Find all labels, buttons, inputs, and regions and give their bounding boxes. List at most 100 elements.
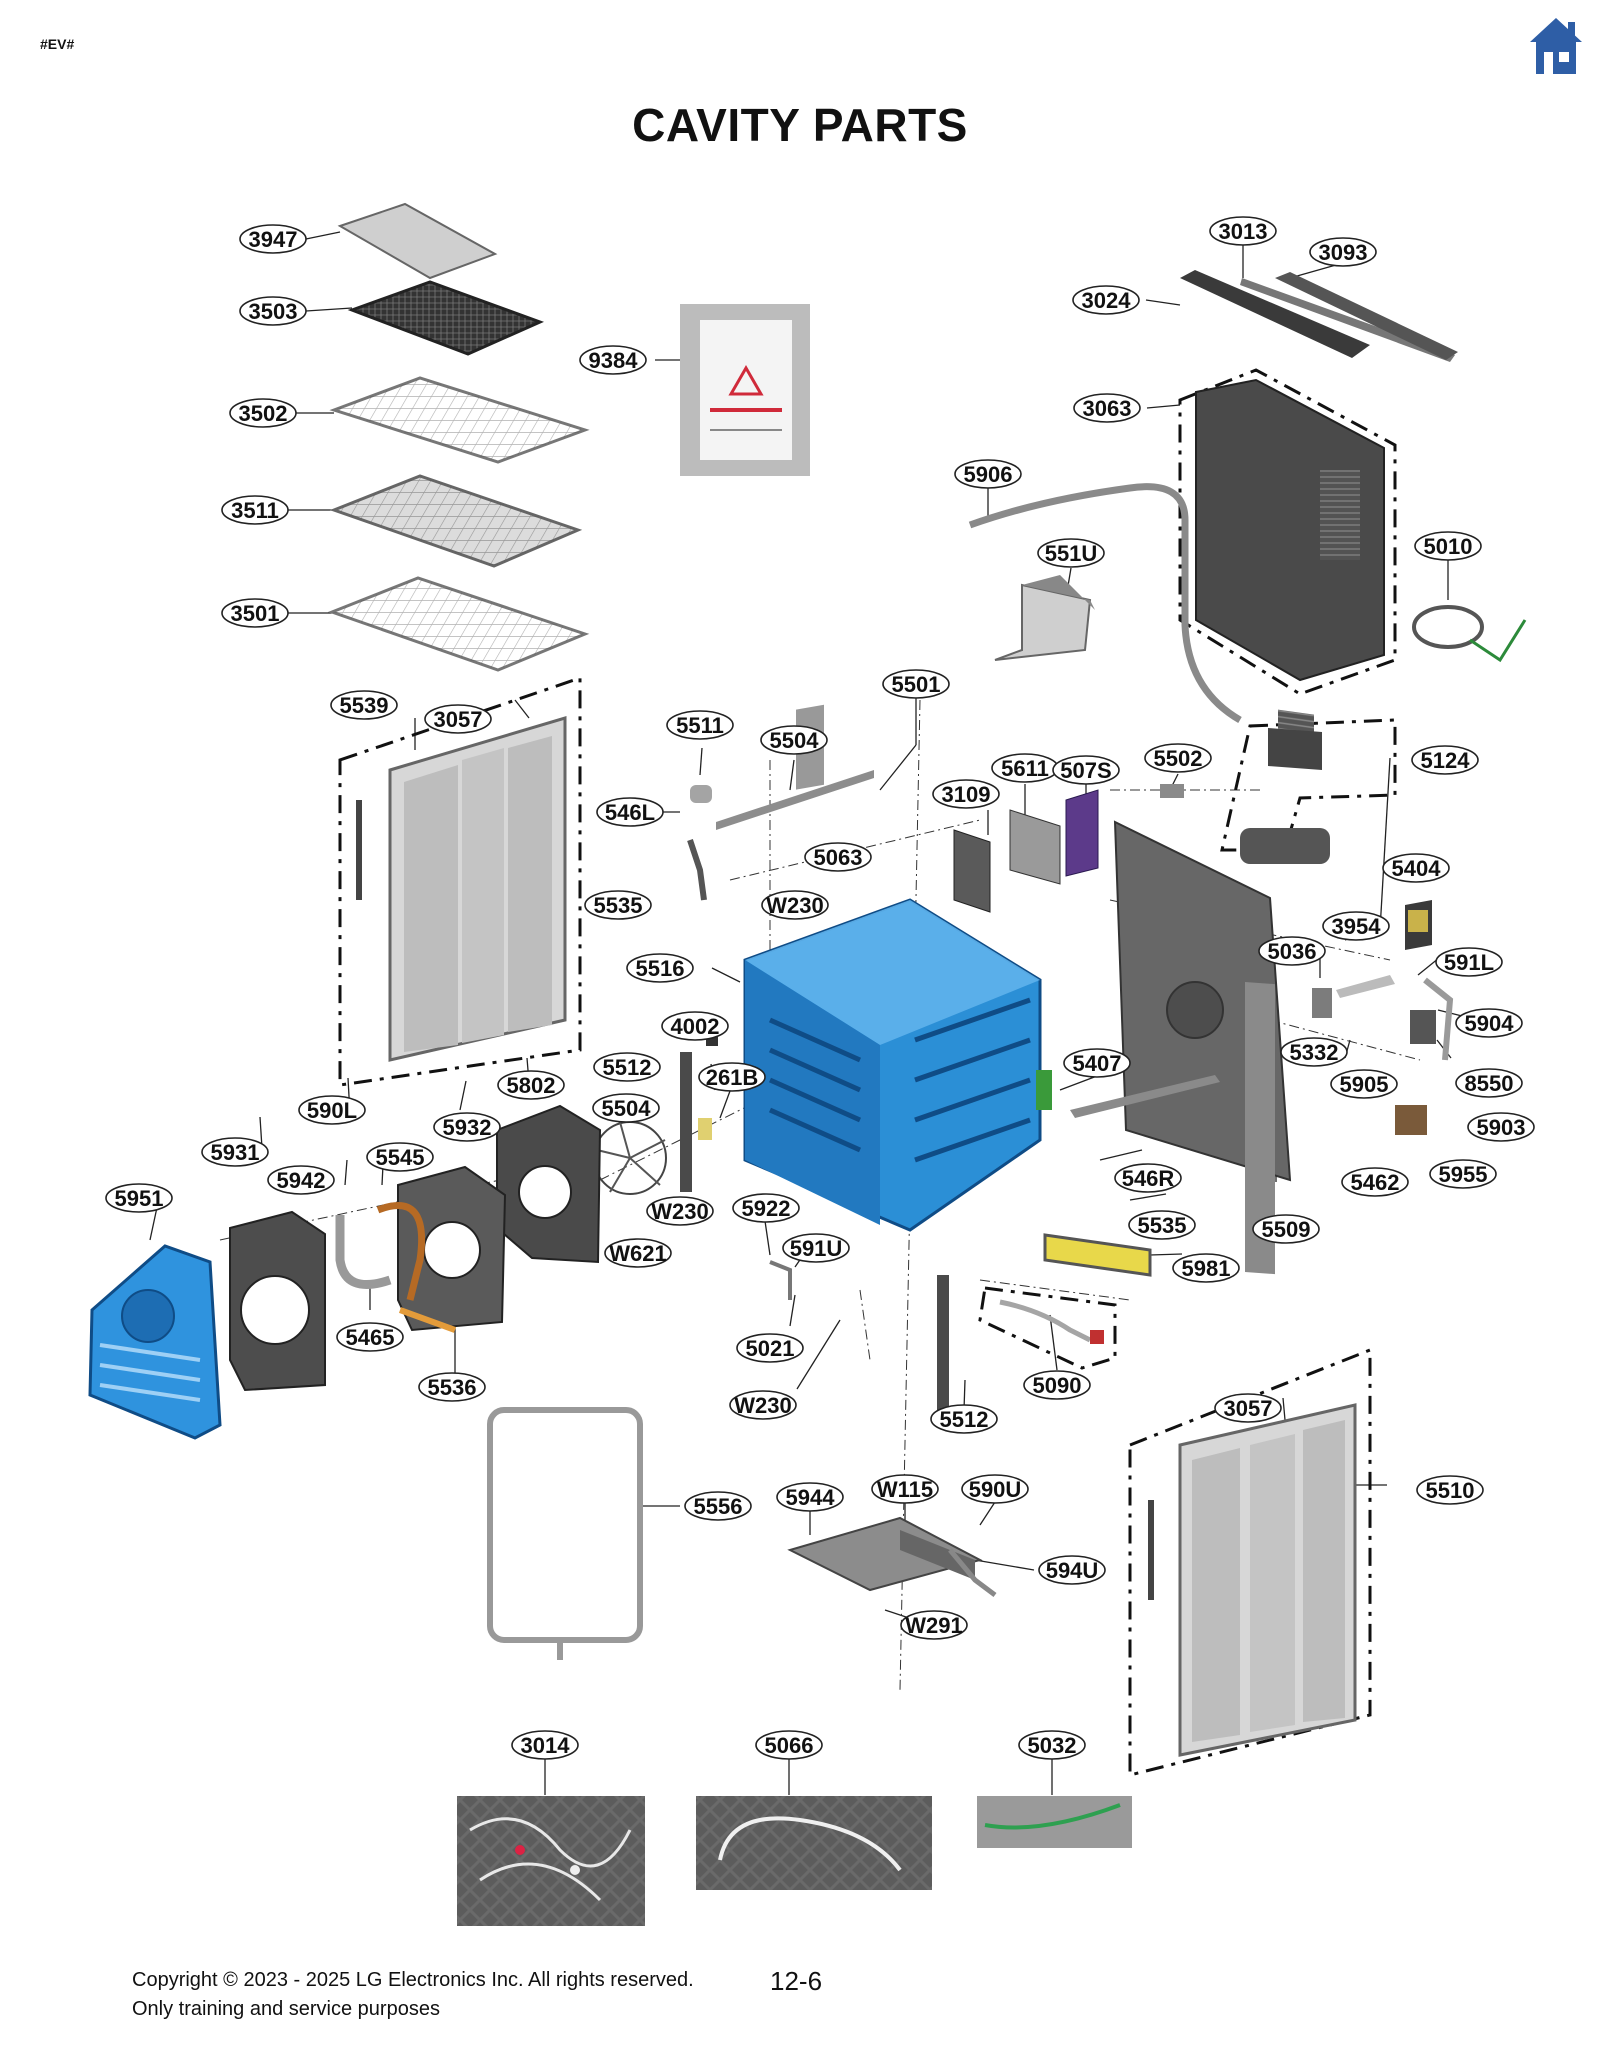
callout-5511: 5511: [666, 710, 734, 740]
callout-label: 5021: [746, 1336, 795, 1361]
callout-label: 3502: [239, 401, 288, 426]
callout-label: 5066: [765, 1733, 814, 1758]
callout-bubble: [1411, 745, 1479, 775]
callout-5536: 5536: [418, 1372, 486, 1402]
callout-label: 5904: [1465, 1011, 1515, 1036]
callout-bubble: [736, 1333, 804, 1363]
callout-5504: 5504: [592, 1093, 660, 1123]
callout-bubble: [1382, 853, 1450, 883]
callout-3014: 3014: [511, 1730, 579, 1760]
callout-bubble: [1309, 237, 1377, 267]
home-icon[interactable]: [1528, 14, 1584, 78]
callout-5922: 5922: [732, 1193, 800, 1223]
callout-3093: 3093: [1309, 237, 1377, 267]
callout-label: 507S: [1060, 758, 1111, 783]
callout-label: 590L: [307, 1098, 357, 1123]
callout-3063: 3063: [1073, 393, 1141, 423]
callout-bubble: [593, 1052, 661, 1082]
callout-bubble: [1073, 393, 1141, 423]
callout-5535: 5535: [584, 890, 652, 920]
callout-label: 5504: [770, 728, 820, 753]
callout-label: 591U: [790, 1236, 843, 1261]
callout-bubble: [221, 495, 289, 525]
callout-bubble: [1172, 1253, 1240, 1283]
callout-label: 5556: [694, 1494, 743, 1519]
callout-bubble: [729, 1390, 797, 1420]
callout-5504: 5504: [760, 725, 828, 755]
callout-bubble: [932, 779, 1000, 809]
callout-label: 5512: [940, 1407, 989, 1432]
callout-261b: 261B: [698, 1062, 766, 1092]
callout-label: 5465: [346, 1325, 395, 1350]
callout-bubble: [1214, 1393, 1282, 1423]
callout-bubble: [1258, 936, 1326, 966]
callout-bubble: [760, 725, 828, 755]
callout-w230: W230: [729, 1390, 797, 1420]
callout-label: 8550: [1465, 1071, 1514, 1096]
callout-bubble: [1063, 1048, 1131, 1078]
callout-3511: 3511: [221, 495, 289, 525]
callout-5955: 5955: [1429, 1159, 1497, 1189]
callout-5802: 5802: [497, 1070, 565, 1100]
callout-label: 590U: [969, 1477, 1022, 1502]
callout-label: 5404: [1392, 856, 1442, 881]
callout-bubble: [1128, 1210, 1196, 1240]
callout-label: 4002: [671, 1014, 720, 1039]
callout-label: 5063: [814, 845, 863, 870]
callout-5942: 5942: [267, 1165, 335, 1195]
callout-label: 591L: [1444, 950, 1494, 975]
callout-label: 5611: [1001, 756, 1049, 781]
callout-bubble: [1435, 947, 1503, 977]
callout-3503: 3503: [239, 296, 307, 326]
callout-bubble: [1341, 1167, 1409, 1197]
callout-5509: 5509: [1252, 1214, 1320, 1244]
callout-5905: 5905: [1330, 1069, 1398, 1099]
callout-bubble: [1280, 1037, 1348, 1067]
callout-bubble: [298, 1095, 366, 1125]
callout-bubble: [930, 1404, 998, 1434]
callout-5516: 5516: [626, 953, 694, 983]
callout-5906: 5906: [954, 459, 1022, 489]
callout-bubble: [592, 1093, 660, 1123]
callout-label: W115: [877, 1477, 933, 1502]
callout-label: 5951: [115, 1186, 164, 1211]
callout-label: 5124: [1421, 748, 1471, 773]
callout-3954: 3954: [1322, 911, 1390, 941]
callout-bubble: [1429, 1159, 1497, 1189]
callout-label: 3503: [249, 299, 298, 324]
callout-bubble: [626, 953, 694, 983]
callout-5501: 5501: [882, 669, 950, 699]
callout-label: 5090: [1033, 1373, 1082, 1398]
callout-5611: 5611: [991, 753, 1059, 783]
callout-3024: 3024: [1072, 285, 1140, 315]
callout-label: 5536: [428, 1375, 477, 1400]
callout-3057: 3057: [424, 704, 492, 734]
callout-5021: 5021: [736, 1333, 804, 1363]
callout-bubble: [1209, 216, 1277, 246]
callout-label: 5539: [340, 693, 389, 718]
callout-bubble: [221, 598, 289, 628]
callout-label: 261B: [706, 1065, 759, 1090]
callout-label: 5036: [1268, 939, 1317, 964]
callout-507s: 507S: [1052, 755, 1120, 785]
callout-5539: 5539: [330, 690, 398, 720]
callout-5931: 5931: [201, 1137, 269, 1167]
callout-3947: 3947: [239, 224, 307, 254]
callout-bubble: [1144, 743, 1212, 773]
callout-bubble: [1416, 1475, 1484, 1505]
callout-label: 5407: [1073, 1051, 1122, 1076]
callout-5556: 5556: [684, 1491, 752, 1521]
callout-5407: 5407: [1063, 1048, 1131, 1078]
callout-label: 5905: [1340, 1072, 1389, 1097]
callout-5932: 5932: [433, 1112, 501, 1142]
callout-label: 5981: [1182, 1256, 1231, 1281]
callout-5510: 5510: [1416, 1475, 1484, 1505]
callout-label: 5922: [742, 1196, 791, 1221]
callout-bubble: [954, 459, 1022, 489]
callout-bubble: [497, 1070, 565, 1100]
callout-w291: W291: [900, 1610, 968, 1640]
callout-label: 594U: [1046, 1558, 1099, 1583]
callout-label: W230: [766, 893, 823, 918]
callout-label: 9384: [589, 348, 639, 373]
